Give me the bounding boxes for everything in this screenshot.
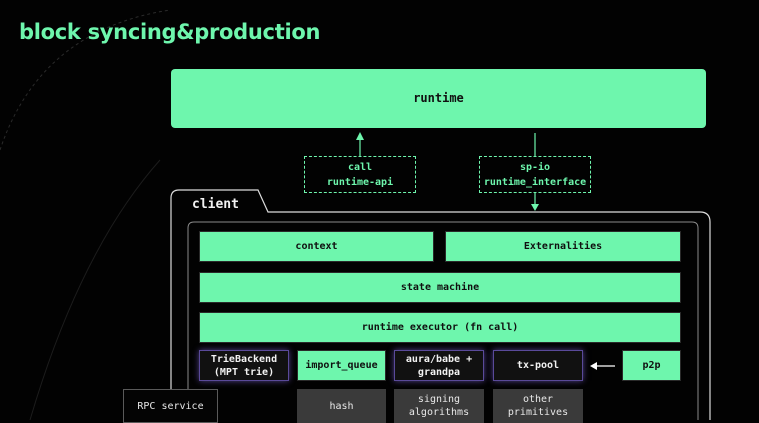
trie-backend-label: TrieBackend: [210, 353, 278, 365]
rpc-service-label: RPC service: [137, 400, 204, 412]
sp-io-label: sp-io: [519, 161, 551, 173]
import-queue-label: import_queue: [305, 360, 378, 371]
algorithms-label: algorithms: [408, 407, 470, 418]
signing-label: signing: [417, 394, 461, 405]
trie-backend-sublabel: (MPT trie): [213, 366, 275, 378]
runtime-interface-label: runtime_interface: [483, 176, 587, 188]
runtime-api-label: runtime-api: [326, 176, 394, 188]
hash-box: hash: [297, 389, 386, 423]
externalities-label: Externalities: [523, 241, 603, 252]
other-primitives-box: other primitives: [493, 389, 583, 423]
runtime-api-box: call runtime-api: [304, 156, 416, 193]
arrow-down-head: [531, 204, 539, 211]
runtime-label: runtime: [413, 91, 464, 105]
signing-algorithms-box: signing algorithms: [394, 389, 484, 423]
context-label: context: [295, 241, 338, 252]
p2p-box: p2p: [622, 350, 681, 381]
state-machine-label: state machine: [400, 282, 480, 293]
runtime-executor-box: runtime executor (fn call): [199, 312, 681, 343]
decorative-arc: [0, 9, 171, 151]
consensus-sublabel: grandpa: [417, 366, 461, 378]
runtime-executor-label: runtime executor (fn call): [361, 322, 519, 333]
externalities-box: Externalities: [445, 231, 681, 262]
runtime-box: runtime: [171, 69, 706, 128]
call-label: call: [347, 161, 373, 173]
consensus-label: aura/babe +: [405, 353, 473, 365]
arrow-left-head: [590, 362, 597, 370]
trie-backend-box: TrieBackend (MPT trie): [199, 350, 289, 381]
context-box: context: [199, 231, 434, 262]
client-outer-border: [170, 189, 711, 420]
decorative-arc-2: [29, 159, 161, 420]
client-inner-border: [187, 221, 699, 420]
p2p-label: p2p: [642, 360, 661, 371]
tx-pool-box: tx-pool: [493, 350, 583, 381]
consensus-box: aura/babe + grandpa: [394, 350, 484, 381]
tx-pool-label: tx-pool: [516, 360, 560, 371]
state-machine-box: state machine: [199, 272, 681, 303]
other-label: other: [522, 394, 554, 405]
rpc-service-box: RPC service: [123, 389, 218, 423]
primitives-label: primitives: [507, 407, 569, 418]
page-title: block syncing&production: [19, 20, 321, 44]
arrow-up-head: [356, 132, 364, 140]
runtime-interface-box: sp-io runtime_interface: [479, 156, 591, 193]
client-label: client: [192, 197, 239, 212]
hash-label: hash: [329, 400, 354, 412]
import-queue-box: import_queue: [297, 350, 386, 381]
